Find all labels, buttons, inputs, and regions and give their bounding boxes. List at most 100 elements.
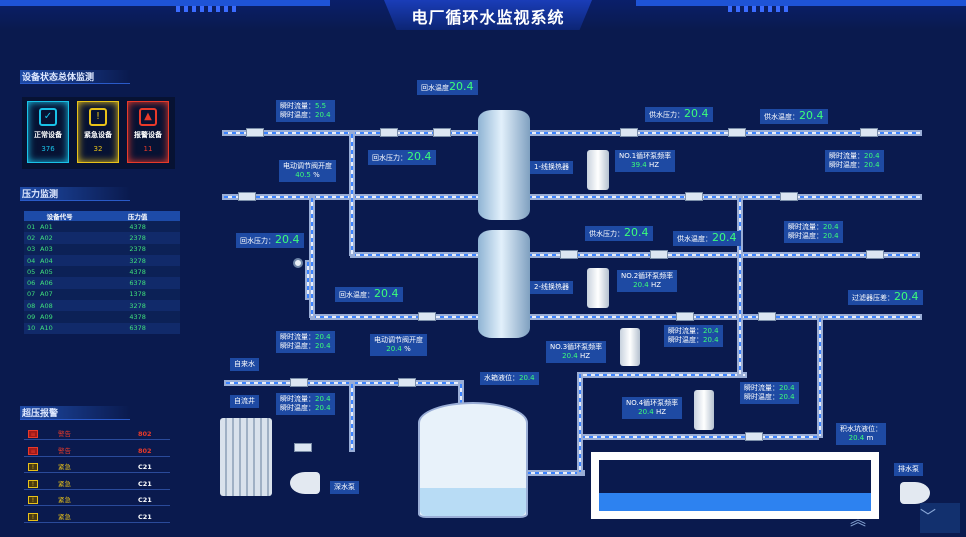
- header: 电厂循环水监视系统: [0, 0, 966, 30]
- valve-12[interactable]: [866, 250, 884, 259]
- alarm-item[interactable]: ! 紧急 C21: [24, 494, 170, 506]
- table-cell: 2378: [95, 232, 180, 244]
- pipe-pump-row-2: [579, 434, 819, 440]
- valve-2[interactable]: [380, 128, 398, 137]
- heat-exchanger-1[interactable]: [478, 110, 530, 220]
- pressure-gauge: [293, 258, 303, 268]
- table-cell: 4378: [95, 266, 180, 278]
- sump-pit[interactable]: [591, 452, 879, 519]
- warning-icon: !: [89, 108, 107, 126]
- pipe-v8: [305, 260, 311, 300]
- status-card-alarm[interactable]: ▲ 报警设备 11: [127, 101, 169, 163]
- section-status-title: 设备状态总体监测: [20, 70, 130, 84]
- table-cell: 2378: [95, 243, 180, 255]
- alarm-icon: ≡: [28, 430, 38, 438]
- pipe-pump-row: [577, 372, 747, 378]
- supply-press-1: 供水压力：20.4: [645, 107, 713, 122]
- valve-1[interactable]: [246, 128, 264, 137]
- valve-17[interactable]: [398, 378, 416, 387]
- valve-3[interactable]: [433, 128, 451, 137]
- table-cell: 07: [24, 288, 40, 301]
- alarm-code: C21: [138, 496, 152, 504]
- valve-16[interactable]: [290, 378, 308, 387]
- table-cell: 09: [24, 311, 40, 323]
- table-cell: 4378: [95, 311, 180, 323]
- cooling-tower[interactable]: [220, 418, 272, 496]
- table-cell: A10: [40, 322, 96, 334]
- valve-7[interactable]: [238, 192, 256, 201]
- status-card-normal[interactable]: ✓ 正常设备 376: [27, 101, 69, 163]
- water-tank[interactable]: [418, 402, 528, 518]
- pipe-v5: [577, 372, 583, 474]
- pipe-tank-out: [525, 470, 585, 476]
- valve-14[interactable]: [676, 312, 694, 321]
- warning-icon: !: [28, 496, 38, 504]
- status-card-urgent[interactable]: ! 紧急设备 32: [77, 101, 119, 163]
- header-stripes-left: [176, 6, 236, 12]
- col-device-code: 设备代号: [24, 211, 96, 221]
- scroll-up-icon[interactable]: ︽: [850, 510, 867, 529]
- valve-11[interactable]: [650, 250, 668, 259]
- pump-no2[interactable]: [587, 268, 609, 308]
- warning-icon: !: [28, 479, 38, 488]
- alarm-type: 紧急: [58, 496, 71, 504]
- drain-pump[interactable]: [900, 482, 930, 504]
- valve-13[interactable]: [418, 312, 436, 321]
- table-cell: 08: [24, 300, 40, 312]
- valve-19[interactable]: [745, 432, 763, 441]
- valve-4[interactable]: [620, 128, 638, 137]
- check-icon: ✓: [39, 108, 57, 126]
- valve-15[interactable]: [758, 312, 776, 321]
- scroll-down-icon[interactable]: ﹀: [920, 503, 960, 533]
- deep-well-pump[interactable]: [290, 472, 320, 494]
- supply-press-2: 供水压力：20.4: [585, 226, 653, 241]
- heat-exchanger-2[interactable]: [478, 230, 530, 338]
- page-title: 电厂循环水监视系统: [411, 8, 565, 27]
- pump-no3[interactable]: [620, 328, 640, 366]
- table-cell: A06: [40, 277, 96, 289]
- valve-18[interactable]: [294, 443, 312, 452]
- tap-water-label: 自来水: [230, 358, 259, 371]
- table-cell: 06: [24, 277, 40, 289]
- header-bar-left: [0, 0, 330, 6]
- valve-5[interactable]: [728, 128, 746, 137]
- tank-water-level: [420, 488, 526, 516]
- col-pressure: 压力值: [95, 211, 180, 221]
- return-press-2: 回水压力：20.4: [236, 233, 304, 248]
- alarm-icon: ▲: [139, 108, 157, 126]
- table-cell: 6378: [95, 277, 180, 289]
- table-cell: 02: [24, 232, 40, 244]
- pump-no4[interactable]: [694, 390, 714, 430]
- title-plate: [384, 0, 592, 30]
- pump-no1[interactable]: [587, 150, 609, 190]
- pipe-v6: [349, 382, 355, 452]
- table-cell: 05: [24, 266, 40, 278]
- well-label: 自流井: [230, 395, 259, 408]
- deep-pump-label: 深水泵: [330, 481, 359, 494]
- alarm-code: C21: [138, 463, 152, 471]
- valve-6[interactable]: [860, 128, 878, 137]
- valve-10[interactable]: [560, 250, 578, 259]
- valve-9[interactable]: [780, 192, 798, 201]
- valve-8[interactable]: [685, 192, 703, 201]
